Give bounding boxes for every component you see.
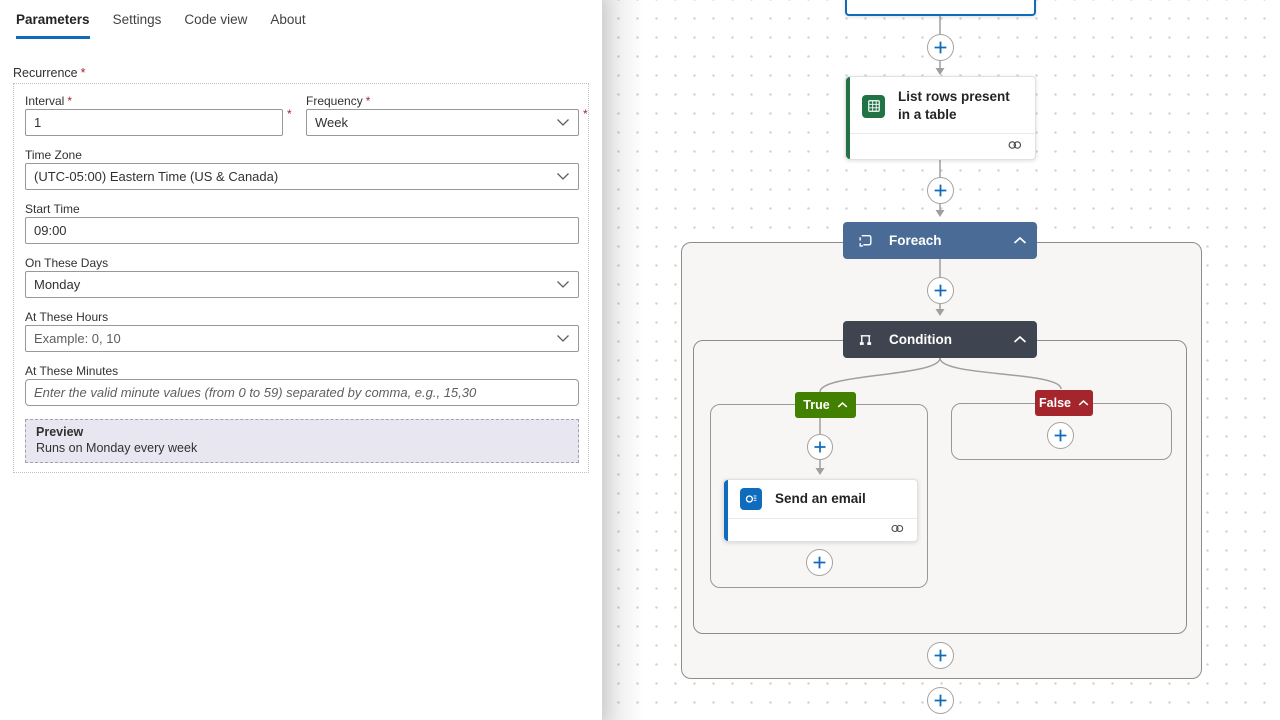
add-step-button-after-condition[interactable] <box>927 642 954 669</box>
foreach-loop-icon <box>857 232 874 249</box>
condition-node[interactable]: Condition <box>843 321 1037 358</box>
outlook-accent-bar <box>724 480 728 541</box>
false-branch-badge[interactable]: False <box>1035 390 1093 416</box>
add-step-button-after-foreach[interactable] <box>927 687 954 714</box>
at-these-hours-select[interactable]: Example: 0, 10 <box>25 325 579 352</box>
at-these-hours-placeholder: Example: 0, 10 <box>34 331 121 346</box>
list-rows-node[interactable]: List rows present in a table <box>845 76 1036 160</box>
condition-node-title: Condition <box>889 332 952 347</box>
on-these-days-value: Monday <box>34 277 81 292</box>
plus-icon <box>1054 429 1067 442</box>
at-these-hours-label: At These Hours <box>25 310 109 324</box>
time-zone-value: (UTC-05:00) Eastern Time (US & Canada) <box>34 169 279 184</box>
connection-icon[interactable] <box>890 521 905 539</box>
chevron-down-icon <box>556 277 570 292</box>
flow-canvas[interactable]: Recurrence List rows present in a table … <box>603 0 1280 720</box>
add-step-button-3[interactable] <box>927 277 954 304</box>
plus-icon <box>934 649 947 662</box>
chevron-up-icon[interactable] <box>837 398 848 412</box>
recurrence-section-label: Recurrence* <box>13 66 86 80</box>
chevron-up-icon[interactable] <box>1013 332 1027 347</box>
required-asterisk: * <box>80 66 86 80</box>
tab-code-view[interactable]: Code view <box>184 12 248 27</box>
required-asterisk: * <box>583 107 588 121</box>
chevron-down-icon <box>556 331 570 346</box>
chevron-up-icon[interactable] <box>1013 233 1027 248</box>
frequency-select[interactable]: Week <box>306 109 579 136</box>
on-these-days-select[interactable]: Monday <box>25 271 579 298</box>
required-asterisk: * <box>67 94 73 108</box>
frequency-label: Frequency* <box>306 94 371 108</box>
at-these-minutes-label: At These Minutes <box>25 364 119 378</box>
plus-icon <box>813 556 826 569</box>
interval-label: Interval* <box>25 94 73 108</box>
tab-parameters[interactable]: Parameters <box>16 12 90 39</box>
panel-tabs: Parameters Settings Code view About <box>0 0 602 39</box>
add-step-button-2[interactable] <box>927 177 954 204</box>
required-asterisk: * <box>365 94 371 108</box>
plus-icon <box>814 441 826 453</box>
add-step-button-false[interactable] <box>1047 422 1074 449</box>
chevron-down-icon <box>556 169 570 184</box>
time-zone-label: Time Zone <box>25 148 82 162</box>
panel-shadow <box>603 0 643 720</box>
foreach-node[interactable]: Foreach <box>843 222 1037 259</box>
required-asterisk: * <box>287 107 292 121</box>
recurrence-node[interactable]: Recurrence <box>845 0 1036 16</box>
start-time-input[interactable] <box>25 217 579 244</box>
preview-box: Preview Runs on Monday every week <box>25 419 579 463</box>
interval-input[interactable] <box>25 109 283 136</box>
connection-icon[interactable] <box>1007 138 1023 156</box>
tab-settings[interactable]: Settings <box>112 12 162 27</box>
on-these-days-label: On These Days <box>25 256 109 270</box>
preview-text: Runs on Monday every week <box>36 441 198 455</box>
chevron-down-icon <box>556 115 570 130</box>
true-branch-label: True <box>803 398 830 412</box>
frequency-value: Week <box>315 115 348 130</box>
excel-accent-bar <box>846 77 850 159</box>
list-rows-node-title: List rows present in a table <box>898 88 1010 122</box>
foreach-node-title: Foreach <box>889 233 942 248</box>
time-zone-select[interactable]: (UTC-05:00) Eastern Time (US & Canada) <box>25 163 579 190</box>
plus-icon <box>934 184 947 197</box>
plus-icon <box>934 41 947 54</box>
tab-about[interactable]: About <box>270 12 306 27</box>
start-time-label: Start Time <box>25 202 80 216</box>
true-branch-badge[interactable]: True <box>795 392 856 418</box>
add-step-button-true-2[interactable] <box>806 549 833 576</box>
false-branch-label: False <box>1039 396 1071 410</box>
at-these-minutes-input[interactable] <box>25 379 579 406</box>
send-email-node[interactable]: Send an email <box>723 479 918 542</box>
condition-branch-icon <box>857 331 874 348</box>
excel-icon <box>862 94 885 118</box>
chevron-up-icon[interactable] <box>1078 396 1089 410</box>
parameters-panel: Parameters Settings Code view About Recu… <box>0 0 603 720</box>
outlook-icon <box>740 488 762 510</box>
plus-icon <box>934 694 947 707</box>
plus-icon <box>934 284 947 297</box>
add-step-button-true-1[interactable] <box>807 434 833 460</box>
preview-title: Preview <box>36 425 84 439</box>
send-email-node-title: Send an email <box>775 490 866 506</box>
recurrence-fields-group: Interval* * Frequency* Week * Time Zone … <box>13 83 589 473</box>
add-step-button-1[interactable] <box>927 34 954 61</box>
